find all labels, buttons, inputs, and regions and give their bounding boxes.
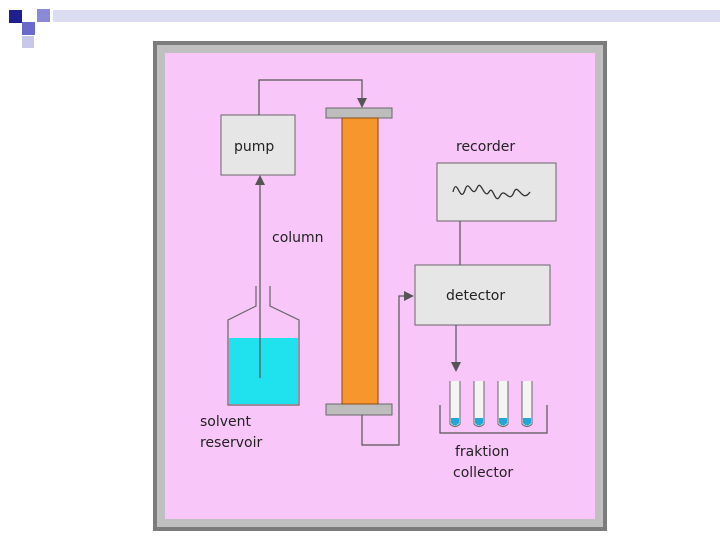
collector-tube: [449, 381, 461, 427]
pump-to-column-line: [258, 79, 367, 115]
corner-decoration: [9, 9, 720, 48]
corner-square-faint: [22, 36, 34, 48]
pump-label: pump: [234, 139, 274, 155]
tube-liquid: [523, 418, 531, 426]
collector-tube: [473, 381, 485, 427]
corner-square-light: [22, 22, 35, 35]
recorder-trace: [452, 184, 531, 200]
collector-tube: [497, 381, 509, 427]
reservoir-label-line2: reservoir: [200, 435, 262, 451]
recorder-label: recorder: [456, 139, 515, 155]
detector-label: detector: [446, 288, 505, 304]
column-to-detector-line: [361, 291, 414, 446]
collector-tubes: [449, 381, 533, 427]
reservoir-liquid: [229, 338, 298, 404]
column-label: column: [272, 230, 324, 246]
corner-square-dark: [9, 10, 22, 23]
recorder-box: [436, 162, 557, 222]
collector-label-line1: fraktion: [455, 444, 509, 460]
title-band: [53, 10, 720, 22]
column-top-cap: [325, 107, 393, 119]
column: [341, 117, 379, 405]
column-bottom-cap: [325, 403, 393, 416]
tube-liquid: [499, 418, 507, 426]
reservoir-bottle: [227, 286, 300, 406]
collector-label-line2: collector: [453, 465, 513, 481]
collector-rack: [439, 405, 548, 434]
collector-tube: [521, 381, 533, 427]
tube-liquid: [475, 418, 483, 426]
tube-liquid: [451, 418, 459, 426]
reservoir-label-line1: solvent: [200, 414, 252, 430]
corner-square-light: [37, 9, 50, 22]
detector-box: [414, 264, 551, 326]
